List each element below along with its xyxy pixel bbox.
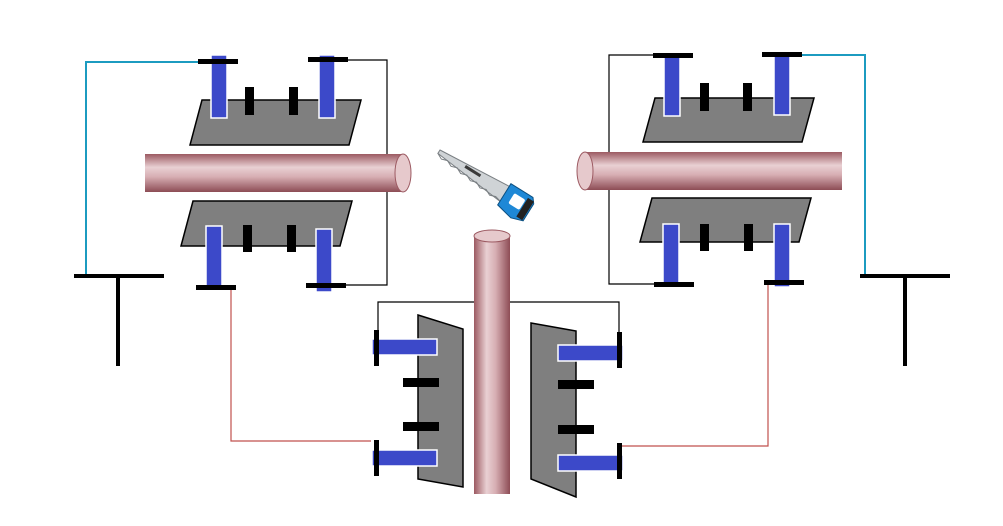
right-lower-spacer-1 [700, 224, 709, 251]
left-assembly [74, 54, 412, 442]
right-assembly [576, 51, 950, 447]
center-right-spacer-1 [558, 380, 594, 389]
left-upper-spacer-1 [245, 87, 254, 115]
ground-symbol-icon [860, 274, 950, 366]
center-left-bolt-1 [371, 330, 438, 366]
right-wire-cyan [793, 54, 866, 275]
ground-symbol-icon [74, 274, 164, 366]
right-pipe [576, 151, 842, 191]
left-lower-spacer-1 [243, 225, 252, 252]
left-pipe [145, 153, 412, 193]
center-right-bolt-1 [557, 332, 624, 368]
left-wire-cyan [85, 61, 203, 275]
right-upper-bolt-2 [762, 51, 802, 116]
left-upper-bolt-1 [198, 54, 238, 119]
hand-saw-icon [437, 149, 535, 222]
right-wire-red [622, 284, 769, 447]
center-pipe [473, 229, 511, 494]
center-left-bolt-2 [371, 440, 438, 476]
right-lower-bolt-2 [764, 223, 804, 288]
right-upper-bolt-1 [653, 52, 693, 117]
left-wire-red [230, 288, 371, 442]
right-lower-pad [639, 197, 812, 243]
left-upper-bolt-2 [308, 54, 348, 119]
left-lower-bolt-2 [306, 228, 346, 293]
left-lower-spacer-2 [287, 225, 296, 252]
center-left-spacer-1 [403, 378, 439, 387]
right-upper-pad [642, 97, 815, 143]
left-lower-bolt-1 [196, 225, 236, 290]
center-assembly [371, 229, 624, 499]
center-right-bolt-2 [557, 443, 624, 479]
right-upper-spacer-2 [743, 83, 752, 111]
left-lower-pad [180, 200, 353, 247]
center-right-spacer-2 [558, 425, 594, 434]
center-left-spacer-2 [403, 422, 439, 431]
right-upper-spacer-1 [700, 83, 709, 111]
right-lower-spacer-2 [744, 224, 753, 251]
center-right-pad [530, 322, 577, 499]
right-lower-bolt-1 [654, 223, 694, 288]
left-upper-spacer-2 [289, 87, 298, 115]
